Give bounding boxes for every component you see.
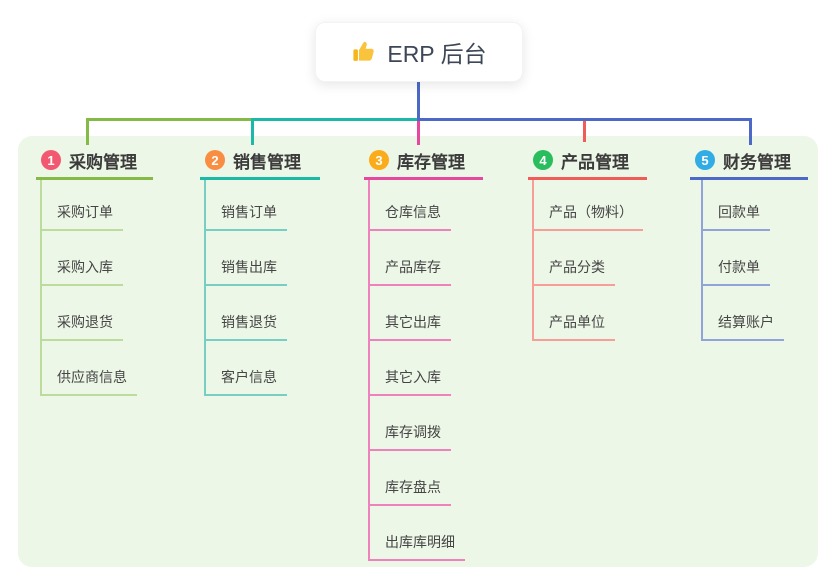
child-label: 付款单	[718, 259, 760, 275]
branch-node-2[interactable]: 2 销售管理	[200, 143, 320, 180]
branch-label: 采购管理	[69, 152, 137, 172]
child-node[interactable]: 其它出库	[368, 313, 451, 341]
child-label: 结算账户	[718, 314, 774, 330]
child-node[interactable]: 销售出库	[204, 258, 287, 286]
connector-drop-5	[749, 118, 752, 145]
child-node[interactable]: 付款单	[701, 258, 770, 286]
child-node[interactable]: 产品分类	[532, 258, 615, 286]
child-label: 采购退货	[57, 314, 113, 330]
child-label: 产品库存	[385, 259, 441, 275]
child-node[interactable]: 出库库明细	[368, 533, 465, 561]
child-label: 产品（物料）	[549, 204, 633, 220]
branch-number-badge: 5	[695, 150, 715, 170]
child-label: 客户信息	[221, 369, 277, 385]
branch-children-connector-2	[204, 180, 206, 396]
root-label: ERP 后台	[387, 41, 487, 67]
branches-panel	[18, 136, 818, 567]
connector-branch-3	[417, 120, 420, 145]
thumbs-up-icon	[353, 41, 375, 61]
child-node[interactable]: 库存盘点	[368, 478, 451, 506]
branch-number-badge: 2	[205, 150, 225, 170]
child-node[interactable]: 结算账户	[701, 313, 784, 341]
child-node[interactable]: 采购订单	[40, 203, 123, 231]
branch-label: 销售管理	[233, 152, 301, 172]
branch-children-connector-1	[40, 180, 42, 396]
child-node[interactable]: 产品单位	[532, 313, 615, 341]
branch-label: 产品管理	[561, 152, 629, 172]
child-label: 出库库明细	[385, 534, 455, 550]
connector-root	[417, 82, 420, 121]
branch-number-badge: 4	[533, 150, 553, 170]
child-label: 采购订单	[57, 204, 113, 220]
branch-children-connector-3	[368, 180, 370, 561]
child-label: 产品单位	[549, 314, 605, 330]
connector-branch-2	[251, 118, 419, 121]
branch-node-5[interactable]: 5 财务管理	[690, 143, 808, 180]
branch-children-connector-4	[532, 180, 534, 341]
branch-label: 库存管理	[397, 152, 465, 172]
child-label: 回款单	[718, 204, 760, 220]
child-label: 仓库信息	[385, 204, 441, 220]
child-label: 库存盘点	[385, 479, 441, 495]
child-node[interactable]: 库存调拨	[368, 423, 451, 451]
branch-children-connector-5	[701, 180, 703, 341]
child-label: 销售订单	[221, 204, 277, 220]
child-node[interactable]: 销售订单	[204, 203, 287, 231]
child-node[interactable]: 采购退货	[40, 313, 123, 341]
child-node[interactable]: 仓库信息	[368, 203, 451, 231]
child-label: 产品分类	[549, 259, 605, 275]
child-label: 采购入库	[57, 259, 113, 275]
child-node[interactable]: 客户信息	[204, 368, 287, 396]
branch-number-badge: 1	[41, 150, 61, 170]
child-label: 其它入库	[385, 369, 441, 385]
child-node[interactable]: 产品（物料）	[532, 203, 643, 231]
child-node[interactable]: 采购入库	[40, 258, 123, 286]
child-node[interactable]: 供应商信息	[40, 368, 137, 396]
branch-node-3[interactable]: 3 库存管理	[364, 143, 483, 180]
child-label: 库存调拨	[385, 424, 441, 440]
child-label: 销售出库	[221, 259, 277, 275]
child-label: 供应商信息	[57, 369, 127, 385]
root-node[interactable]: ERP 后台	[315, 22, 523, 82]
connector-branch-4	[583, 121, 586, 142]
child-label: 销售退货	[221, 314, 277, 330]
child-node[interactable]: 销售退货	[204, 313, 287, 341]
branch-node-4[interactable]: 4 产品管理	[528, 143, 647, 180]
connector-drop-1	[86, 118, 89, 145]
child-node[interactable]: 其它入库	[368, 368, 451, 396]
connector-drop-2	[251, 118, 254, 145]
child-node[interactable]: 产品库存	[368, 258, 451, 286]
branch-label: 财务管理	[723, 152, 791, 172]
connector-branch-5	[417, 118, 752, 121]
child-node[interactable]: 回款单	[701, 203, 770, 231]
branch-node-1[interactable]: 1 采购管理	[36, 143, 153, 180]
branch-number-badge: 3	[369, 150, 389, 170]
child-label: 其它出库	[385, 314, 441, 330]
